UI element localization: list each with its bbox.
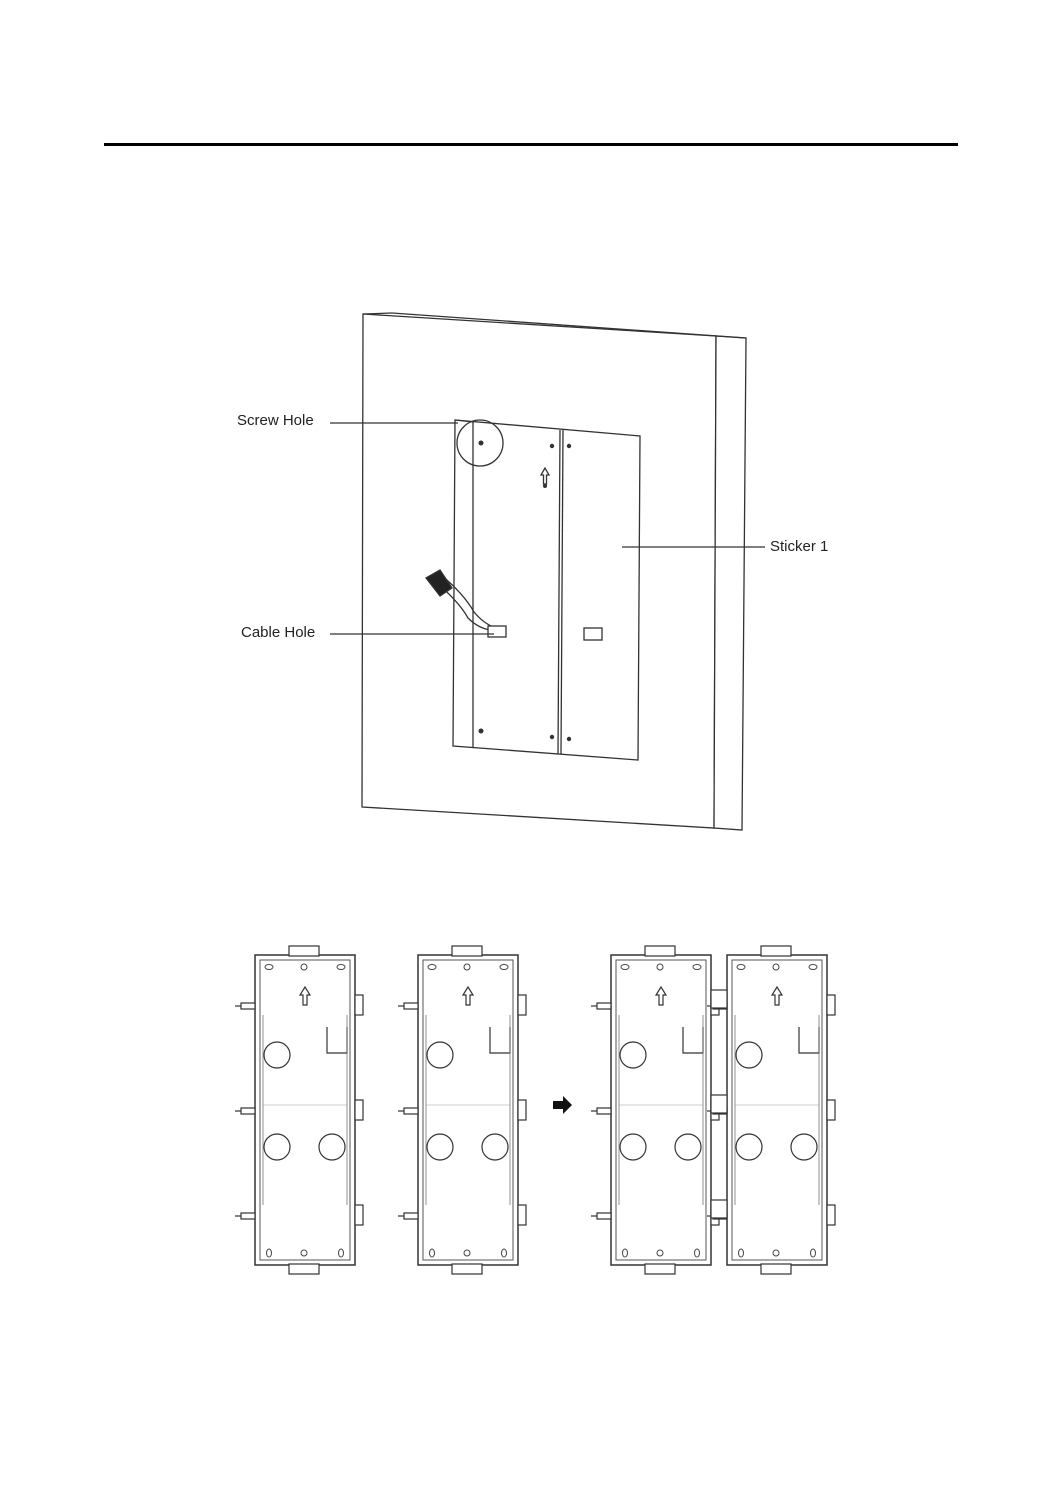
right-arrow-icon <box>553 1096 572 1114</box>
single-gang-box-1 <box>235 946 363 1274</box>
box-connectors <box>711 990 727 1218</box>
joined-gang-box-left <box>591 946 719 1274</box>
single-gang-box-2 <box>398 946 526 1274</box>
